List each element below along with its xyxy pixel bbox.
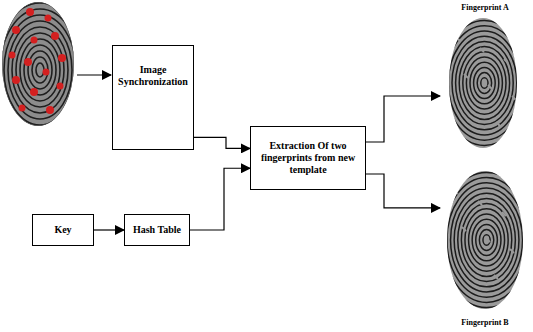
box-label: Hash Table	[129, 224, 185, 236]
process-box: Key	[32, 214, 94, 246]
box-label: Image Synchronization	[117, 64, 189, 88]
input-fingerprint	[0, 0, 84, 137]
fingerprint-output: Fingerprint B	[440, 170, 530, 328]
fingerprint-label: Fingerprint B	[440, 318, 530, 328]
connector-arrow	[190, 168, 250, 230]
fingerprint-image	[448, 17, 518, 149]
process-box: Hash Table	[124, 214, 190, 246]
box-label: Extraction Of two fingerprints from new …	[255, 140, 361, 176]
fingerprint-label: Fingerprint A	[440, 3, 530, 13]
connector-arrow	[366, 174, 440, 208]
process-box: Image Synchronization	[112, 45, 194, 150]
fingerprint-image	[446, 170, 524, 310]
box-label: Key	[37, 224, 89, 236]
fingerprint-output: Fingerprint A	[440, 3, 530, 153]
minutiae-dots	[9, 8, 67, 114]
connector-arrow	[94, 229, 124, 230]
input-arrow	[77, 74, 111, 75]
process-box: Extraction Of two fingerprints from new …	[250, 126, 366, 190]
connector-arrow	[366, 96, 440, 142]
connector-arrow	[194, 137, 250, 148]
